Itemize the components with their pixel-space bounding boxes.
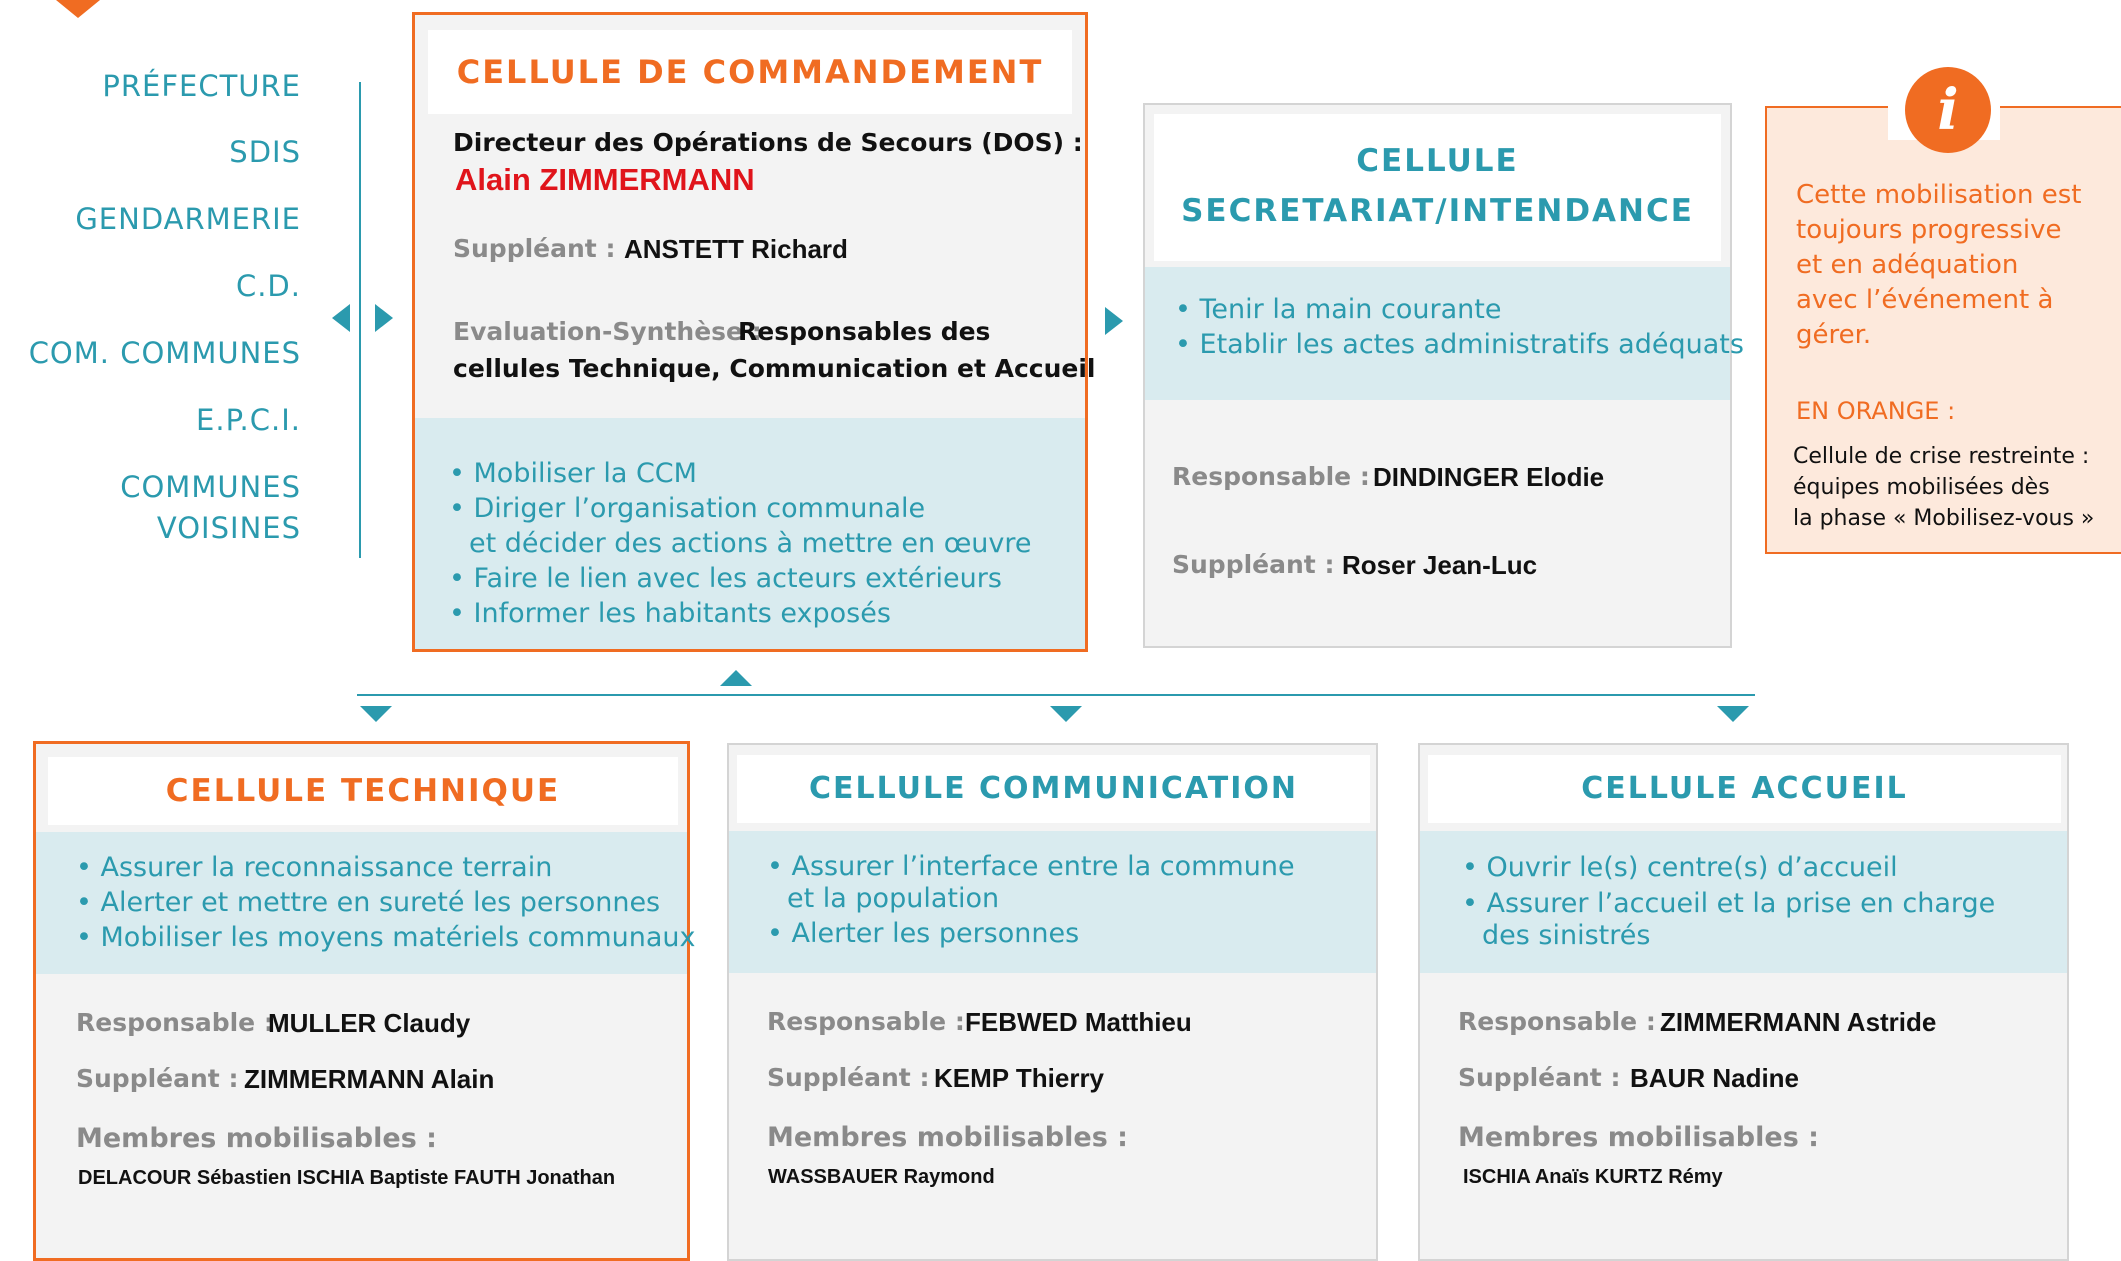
task-item: et décider des actions à mettre en œuvre	[469, 528, 1032, 559]
task-item: • Diriger l’organisation communale	[449, 493, 926, 524]
secretariat-title-line-1: CELLULE	[1356, 143, 1519, 179]
communication-suppleant-name: KEMP Thierry	[934, 1063, 1105, 1093]
card-technique: CELLULE TECHNIQUE • Assurer la reconnais…	[33, 741, 696, 1261]
task-item: • Etablir les actes administratifs adéqu…	[1175, 329, 1744, 360]
task-item: • Mobiliser la CCM	[449, 458, 697, 489]
secretariat-tasks: • Tenir la main courante • Etablir les a…	[1145, 267, 1744, 400]
task-item: • Ouvrir le(s) centre(s) d’accueil	[1462, 852, 1898, 883]
info-orange-line: Cellule de crise restreinte :	[1793, 444, 2090, 469]
card-communication: CELLULE COMMUNICATION • Assurer l’interf…	[727, 743, 1378, 1261]
partners-list: PRÉFECTURE SDIS GENDARMERIE C.D. COM. CO…	[29, 72, 301, 581]
task-item: • Alerter et mettre en sureté les person…	[76, 887, 661, 918]
secretariat-title-line-2: SECRETARIAT/INTENDANCE	[1181, 193, 1694, 229]
info-orange-heading: EN ORANGE :	[1796, 397, 1956, 425]
communication-suppleant-label: Suppléant :	[767, 1063, 930, 1092]
info-orange-line: la phase « Mobilisez-vous »	[1793, 506, 2095, 531]
info-icon-glyph: i	[1937, 77, 1959, 143]
info-line: toujours progressive	[1796, 215, 2062, 245]
communication-membres: WASSBAUER Raymond	[768, 1166, 995, 1188]
task-item: • Assurer l’accueil et la prise en charg…	[1462, 888, 1996, 919]
corner-marker-icon	[56, 0, 100, 18]
secretariat-suppleant-name: Roser Jean-Luc	[1342, 550, 1538, 580]
partner-voisines: VOISINES	[156, 511, 301, 545]
accueil-membres: ISCHIA Anaïs KURTZ Rémy	[1463, 1166, 1723, 1188]
communication-membres-label: Membres mobilisables :	[767, 1122, 1128, 1153]
card-accueil: CELLULE ACCUEIL • Ouvrir le(s) centre(s)…	[1418, 743, 2069, 1261]
accueil-title: CELLULE ACCUEIL	[1428, 755, 2061, 823]
arrow-right-icon	[1105, 307, 1123, 335]
task-item: • Assurer l’interface entre la commune	[767, 851, 1295, 882]
info-line: Cette mobilisation est	[1796, 180, 2082, 210]
technique-tasks: • Assurer la reconnaissance terrain • Al…	[36, 832, 696, 974]
arrow-left-icon	[332, 304, 350, 332]
communication-responsable-label: Responsable :	[767, 1007, 965, 1036]
info-orange-line: équipes mobilisées dès	[1793, 475, 2050, 500]
technique-suppleant-name: ZIMMERMANN Alain	[244, 1064, 495, 1094]
communication-tasks: • Assurer l’interface entre la commune e…	[729, 831, 1376, 973]
eval-text-1: Responsables des	[738, 317, 991, 346]
task-item: • Tenir la main courante	[1175, 294, 1502, 325]
accueil-membres-label: Membres mobilisables :	[1458, 1122, 1819, 1153]
connector-line	[357, 694, 1755, 696]
accueil-suppleant-name: BAUR Nadine	[1630, 1063, 1800, 1093]
task-item: et la population	[787, 883, 1000, 914]
info-line: gérer.	[1796, 320, 1872, 350]
secretariat-suppleant-label: Suppléant :	[1172, 550, 1335, 579]
commandement-suppleant-name: ANSTETT Richard	[624, 234, 848, 264]
info-icon: i	[1905, 67, 1991, 153]
task-item: • Faire le lien avec les acteurs extérie…	[449, 563, 1002, 594]
info-text: Cette mobilisation est toujours progress…	[1796, 178, 2082, 353]
technique-suppleant-label: Suppléant :	[76, 1064, 239, 1093]
info-box: Cette mobilisation est toujours progress…	[1765, 106, 2121, 554]
accueil-tasks: • Ouvrir le(s) centre(s) d’accueil • Ass…	[1420, 831, 2067, 973]
task-item: • Informer les habitants exposés	[449, 598, 891, 629]
partner-prefecture: PRÉFECTURE	[102, 69, 301, 103]
accueil-responsable-label: Responsable :	[1458, 1007, 1656, 1036]
partner-sdis: SDIS	[229, 135, 301, 169]
technique-title: CELLULE TECHNIQUE	[48, 757, 678, 825]
info-orange-text: Cellule de crise restreinte : équipes mo…	[1793, 441, 2094, 534]
eval-text-2: cellules Technique, Communication et Acc…	[453, 354, 1096, 383]
communication-responsable-name: FEBWED Matthieu	[965, 1007, 1192, 1037]
commandement-suppleant-label: Suppléant :	[453, 234, 616, 263]
arrow-right-icon	[375, 304, 393, 332]
eval-label: Evaluation-Synthèse :	[453, 317, 762, 346]
arrow-down-icon	[1717, 706, 1749, 722]
partner-communes: COMMUNES	[120, 470, 301, 504]
task-item: • Assurer la reconnaissance terrain	[76, 852, 553, 883]
arrow-up-icon	[720, 670, 752, 686]
task-item: • Alerter les personnes	[767, 918, 1080, 949]
secretariat-responsable-name: DINDINGER Elodie	[1373, 462, 1605, 492]
technique-responsable-label: Responsable :	[76, 1008, 274, 1037]
arrow-down-icon	[1050, 706, 1082, 722]
commandement-title: CELLULE DE COMMANDEMENT	[428, 30, 1072, 114]
arrow-down-icon	[360, 706, 392, 722]
partner-com-communes: COM. COMMUNES	[28, 336, 301, 370]
task-item: des sinistrés	[1482, 920, 1651, 951]
technique-membres-label: Membres mobilisables :	[76, 1123, 437, 1154]
technique-responsable-name: MULLER Claudy	[268, 1008, 471, 1038]
card-commandement: CELLULE DE COMMANDEMENT Directeur des Op…	[412, 12, 1096, 652]
task-item: • Mobiliser les moyens matériels communa…	[76, 922, 696, 953]
commandement-tasks: • Mobiliser la CCM • Diriger l’organisat…	[415, 418, 1085, 649]
card-secretariat: CELLULE SECRETARIAT/INTENDANCE • Tenir l…	[1143, 103, 1744, 648]
communication-title: CELLULE COMMUNICATION	[737, 755, 1370, 823]
partner-epci: E.P.C.I.	[196, 403, 301, 437]
secretariat-responsable-label: Responsable :	[1172, 462, 1370, 491]
partner-cd: C.D.	[235, 269, 301, 303]
secretariat-title: CELLULE SECRETARIAT/INTENDANCE	[1154, 114, 1721, 261]
accueil-responsable-name: ZIMMERMANN Astride	[1660, 1007, 1937, 1037]
dos-name: Alain ZIMMERMANN	[455, 162, 755, 197]
accueil-suppleant-label: Suppléant :	[1458, 1063, 1621, 1092]
technique-membres: DELACOUR Sébastien ISCHIA Baptiste FAUTH…	[78, 1167, 616, 1189]
dos-label: Directeur des Opérations de Secours (DOS…	[453, 128, 1083, 157]
partner-gendarmerie: GENDARMERIE	[75, 202, 301, 236]
partners-divider	[359, 82, 361, 558]
info-line: et en adéquation	[1796, 250, 2019, 280]
info-line: avec l’événement à	[1796, 285, 2054, 315]
